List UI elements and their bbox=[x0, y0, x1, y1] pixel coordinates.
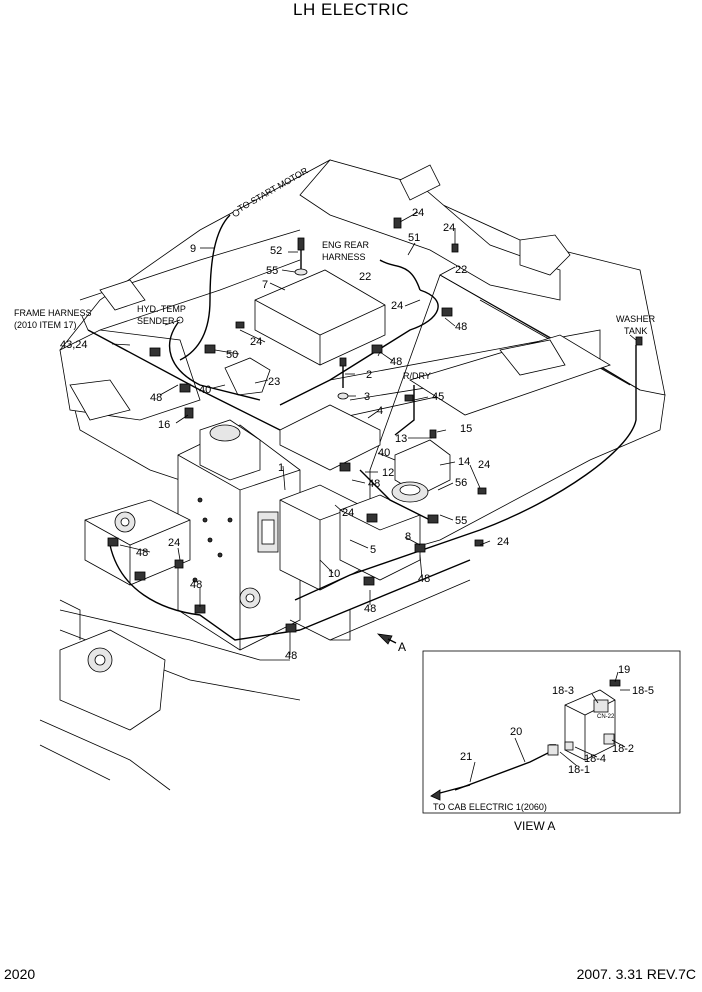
callout-4: 3 bbox=[364, 391, 370, 403]
callout-12: 12 bbox=[382, 467, 394, 479]
revision-date: 2007. 3.31 REV.7C bbox=[576, 966, 696, 982]
callout-45: 50 bbox=[226, 349, 238, 361]
callout-24-d: 24 bbox=[250, 336, 262, 348]
callout-24-g: 24 bbox=[497, 536, 509, 548]
callout-43-24: 43,24 bbox=[60, 339, 88, 351]
callout-19: 19 bbox=[618, 664, 630, 676]
callout-48-g: 48 bbox=[190, 579, 202, 591]
center-components bbox=[199, 269, 611, 503]
callout-48-a: 48 bbox=[455, 321, 467, 333]
callout-5: 7 bbox=[262, 279, 268, 291]
callout-16: 16 bbox=[158, 419, 170, 431]
callout-48-f: 48 bbox=[418, 573, 430, 585]
note-cn22: CN-22 bbox=[597, 714, 615, 720]
callouts: 9 52 55 7 24 24 51 22 22 24 48 48 43,24 … bbox=[60, 207, 654, 776]
leader-lines bbox=[81, 211, 637, 655]
callout-24-f: 24 bbox=[342, 507, 354, 519]
note-eng-rear-1: ENG REAR bbox=[322, 240, 370, 250]
callout-18-4: 18-4 bbox=[584, 753, 606, 765]
callout-13: 13 bbox=[395, 433, 407, 445]
callout-56: 56 bbox=[455, 477, 467, 489]
callout-55: 55 bbox=[455, 515, 467, 527]
callout-48-b: 48 bbox=[390, 356, 402, 368]
callout-18-5: 18-5 bbox=[632, 685, 654, 697]
callout-51: 52 bbox=[270, 245, 282, 257]
page-number: 2020 bbox=[4, 966, 36, 982]
note-frame-harness-2: (2010 ITEM 17) bbox=[14, 320, 77, 330]
callout-10: 10 bbox=[328, 568, 340, 580]
callout-24-h: 24 bbox=[168, 537, 180, 549]
view-a-label: VIEW A bbox=[514, 819, 555, 833]
callout-24-e: 24 bbox=[478, 459, 490, 471]
callout-22-a: 22 bbox=[359, 271, 371, 283]
callout-40: 45 bbox=[432, 391, 444, 403]
callout-52: 55 bbox=[266, 265, 278, 277]
note-eng-rear-2: HARNESS bbox=[322, 252, 366, 262]
callout-24-b: 24 bbox=[443, 222, 455, 234]
callout-23: 23 bbox=[268, 376, 280, 388]
callout-9: 9 bbox=[190, 243, 196, 255]
callout-48-d: 48 bbox=[368, 478, 380, 490]
note-washer-1: WASHER bbox=[616, 314, 656, 324]
view-a-inset bbox=[422, 650, 681, 814]
callout-14: 14 bbox=[458, 456, 470, 468]
callout-2: 2 bbox=[366, 369, 372, 381]
callout-3: 4 bbox=[377, 405, 383, 417]
callout-48-i: 48 bbox=[285, 650, 297, 662]
callout-48-c: 48 bbox=[150, 392, 162, 404]
callout-21: 21 bbox=[460, 751, 472, 763]
callout-15: 15 bbox=[460, 423, 472, 435]
callout-50: 51 bbox=[408, 232, 420, 244]
callout-8: 8 bbox=[405, 531, 411, 543]
note-washer-2: TANK bbox=[624, 326, 647, 336]
note-to-cab: TO CAB ELECTRIC 1(2060) bbox=[433, 802, 547, 812]
page-title: LH ELECTRIC bbox=[292, 0, 410, 19]
callout-1: 1 bbox=[278, 462, 284, 474]
callout-24-a: 24 bbox=[412, 207, 424, 219]
note-hyd-temp-2: SENDER bbox=[137, 316, 175, 326]
note-frame-harness-1: FRAME HARNESS bbox=[14, 308, 92, 318]
small-parts bbox=[107, 209, 643, 633]
lower-frame bbox=[39, 599, 301, 791]
note-hyd-temp-1: HYD. TEMP bbox=[137, 304, 186, 314]
callout-18-2: 18-2 bbox=[612, 743, 634, 755]
battery-box bbox=[84, 424, 421, 651]
callout-48-e: 48 bbox=[136, 547, 148, 559]
callout-48-h: 48 bbox=[364, 603, 376, 615]
view-arrow-label: A bbox=[398, 640, 406, 654]
callout-18-1: 18-1 bbox=[568, 764, 590, 776]
view-arrow-a: A bbox=[376, 633, 406, 654]
callout-43-a: 40 bbox=[199, 384, 211, 396]
callout-7: 5 bbox=[370, 544, 376, 556]
callout-18-3: 18-3 bbox=[552, 685, 574, 697]
callout-20: 20 bbox=[510, 726, 522, 738]
wire-harness bbox=[87, 214, 637, 641]
callout-24-c: 24 bbox=[391, 300, 403, 312]
callout-22-b: 22 bbox=[455, 264, 467, 276]
callout-43-b: 40 bbox=[378, 447, 390, 459]
note-rdry: R/DRY bbox=[403, 371, 431, 381]
